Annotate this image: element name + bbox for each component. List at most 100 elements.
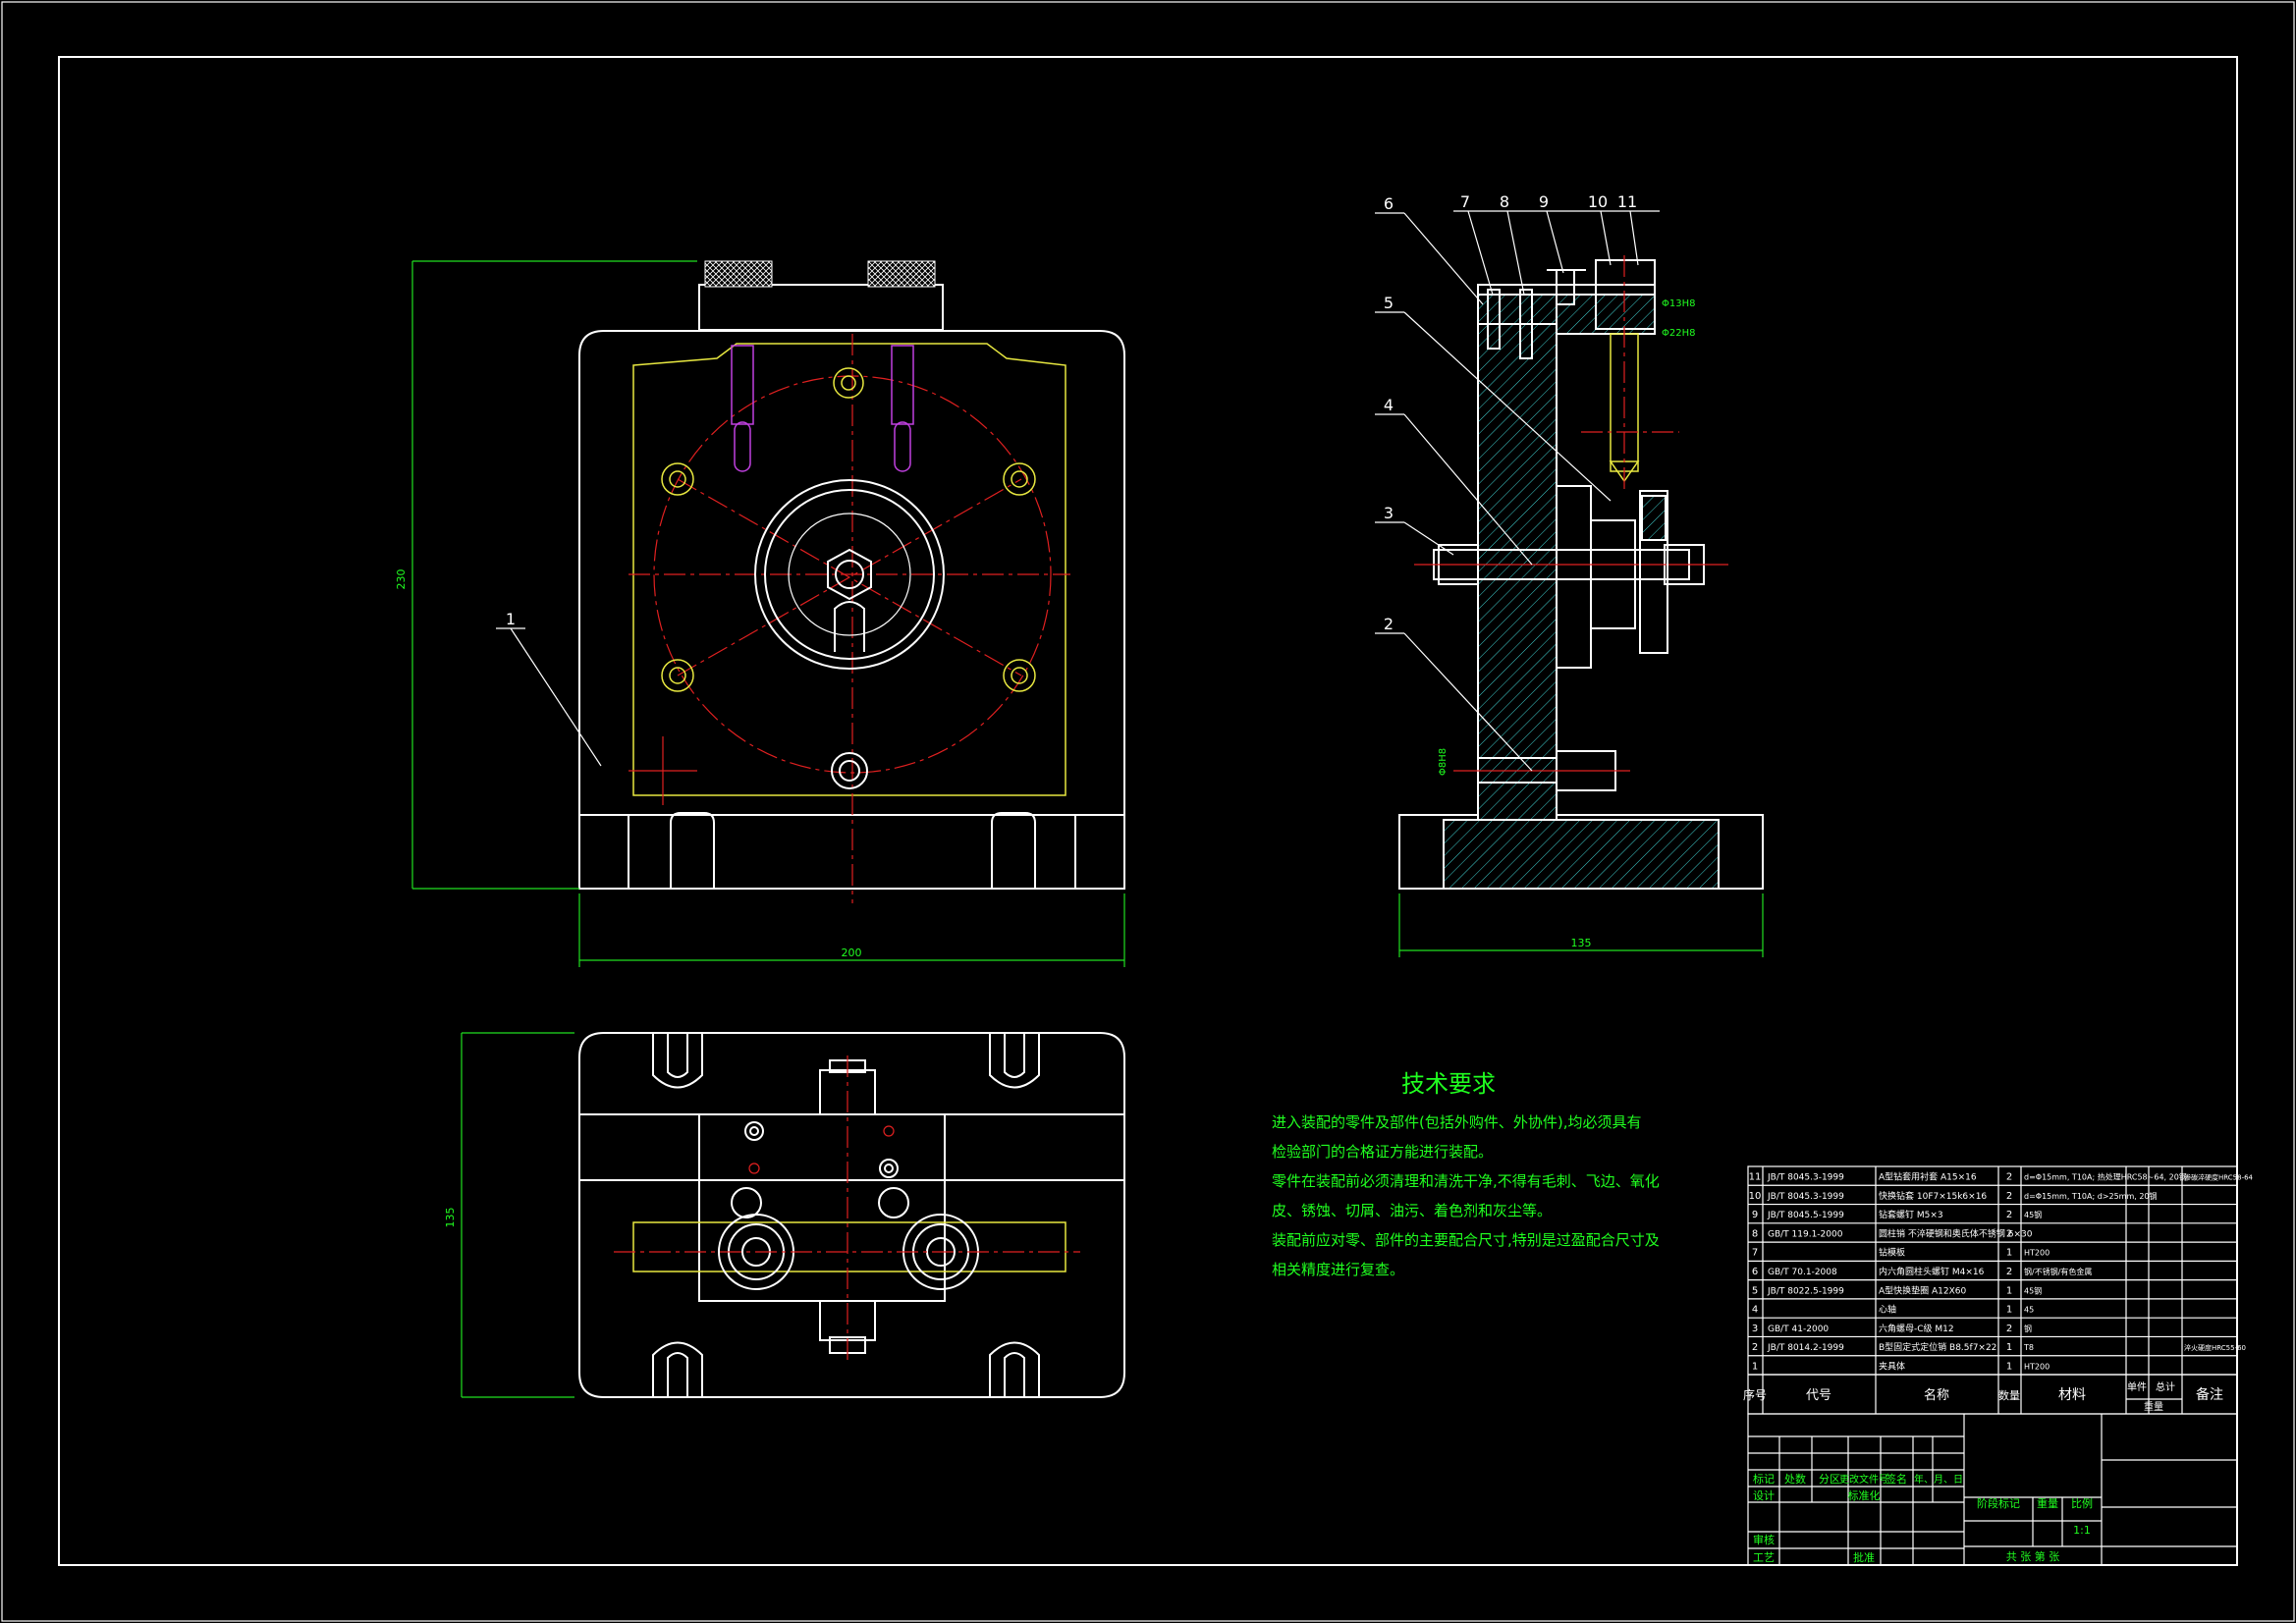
- bolt-hole-3: [661, 659, 694, 692]
- bom-cell-qty: 2: [2006, 1210, 2012, 1220]
- bom-cell-qty: 1: [2006, 1285, 2012, 1296]
- inner-plate: [632, 343, 1066, 796]
- tech-req-title: 技术要求: [1401, 1070, 1496, 1098]
- balloon-4: 4: [1384, 396, 1394, 414]
- bolt-hole-2: [1003, 462, 1036, 496]
- u-slot-tl: [652, 1033, 703, 1089]
- bom-header: 序号 代号 名称 数量 材料 单件 总计 重量 备注: [1743, 1380, 2223, 1413]
- tech-req-line: 相关精度进行复查。: [1272, 1261, 1404, 1278]
- tech-requirements: 技术要求 进入装配的零件及部件(包括外购件、外协件),均必须具有 检验部门的合格…: [1272, 1070, 1660, 1278]
- tb-scale-value: 1:1: [2073, 1524, 2091, 1537]
- bom-cell-material: d=Φ15mm, T10A; d>25mm, 20钢: [2024, 1191, 2158, 1201]
- dim-side-d2: Φ22H8: [1662, 328, 1695, 339]
- balloon-5: 5: [1384, 294, 1394, 312]
- bom-cell-no: 11: [1749, 1172, 1762, 1183]
- dim-front-width-text: 200: [842, 947, 862, 959]
- bolt-hole-5: [833, 367, 864, 399]
- base-outline-top: [578, 1032, 1125, 1398]
- locating-pin-front: [831, 752, 868, 789]
- tb-count: 处数: [1784, 1473, 1806, 1486]
- bom-cell-qty: 1: [2006, 1342, 2012, 1353]
- quick-washer-outer: [754, 479, 945, 670]
- bom-cell-qty: 2: [2006, 1267, 2012, 1277]
- tb-zone: 分区: [1819, 1473, 1840, 1486]
- bom-cell-name: 钻套螺钉 M5×3: [1879, 1209, 1943, 1220]
- bom-header-name: 名称: [1924, 1387, 1949, 1403]
- pin-left: [731, 345, 754, 425]
- bom-cell-no: 4: [1752, 1305, 1758, 1316]
- bom-cell-name: 六角螺母-C级 M12: [1879, 1323, 1954, 1334]
- bom-cell-name: B型固定式定位销 B8.5f7×22: [1879, 1341, 1996, 1353]
- dim-side-width-text: 135: [1571, 937, 1592, 949]
- u-slot-br: [989, 1341, 1040, 1397]
- bom-cell-material: 钢/不锈钢/有色金属: [2024, 1267, 2092, 1276]
- bom-cell-name: 夹具体: [1879, 1360, 1905, 1372]
- balloon-6: 6: [1384, 194, 1394, 213]
- tb-sign: 签名: [1886, 1472, 1907, 1486]
- knurled-knob-left: [704, 260, 773, 288]
- bom-header-code: 代号: [1806, 1388, 1831, 1403]
- bom-cell-qty: 2: [2006, 1324, 2012, 1334]
- bom-cell-code: JB/T 8045.3-1999: [1767, 1192, 1844, 1202]
- slot-right: [991, 812, 1036, 889]
- u-slot-tr: [989, 1033, 1040, 1089]
- dim-front-height-text: 230: [395, 569, 408, 590]
- balloon-9: 9: [1539, 192, 1549, 211]
- bom-cell-material: HT200: [2024, 1362, 2050, 1371]
- tech-req-line: 进入装配的零件及部件(包括外购件、外协件),均必须具有: [1272, 1113, 1641, 1131]
- bom-cell-no: 3: [1752, 1324, 1758, 1334]
- inner-frame: [58, 56, 2238, 1566]
- bom-cell-qty: 1: [2006, 1361, 2012, 1372]
- bushing: [1595, 259, 1656, 330]
- balloon-3: 3: [1384, 504, 1394, 522]
- front-view: 200 230 1: [395, 260, 1125, 967]
- bom-cell-code: GB/T 41-2000: [1768, 1325, 1829, 1334]
- balloon-2: 2: [1384, 615, 1394, 633]
- bom-header-no: 序号: [1743, 1387, 1767, 1402]
- bom-cell-code: JB/T 8022.5-1999: [1767, 1286, 1844, 1296]
- balloon-1: 1: [506, 610, 516, 628]
- tb-mark: 标记: [1753, 1472, 1775, 1486]
- bom-cell-code: JB/T 8014.2-1999: [1767, 1343, 1844, 1353]
- bom-cell-no: 6: [1752, 1267, 1758, 1277]
- washer-slot: [834, 601, 865, 652]
- fixture-body-outline: [578, 330, 1125, 890]
- bom-cell-qty: 1: [2006, 1248, 2012, 1259]
- tb-standardize: 标准化: [1848, 1488, 1881, 1502]
- dim-side-d3: Φ8H8: [1438, 748, 1449, 776]
- tech-req-line: 装配前应对零、部件的主要配合尺寸,特别是过盈配合尺寸及: [1272, 1231, 1660, 1249]
- bom-cell-no: 8: [1752, 1228, 1758, 1239]
- bom-cell-code: GB/T 70.1-2008: [1768, 1268, 1837, 1277]
- bom-cell-code: JB/T 8045.3-1999: [1767, 1173, 1844, 1183]
- bom-cell-qty: 2: [2006, 1172, 2012, 1183]
- bom-cell-name: A型快换垫圈 A12X60: [1879, 1284, 1967, 1296]
- slot-left: [670, 812, 715, 889]
- bom-cell-note: 淬火硬度HRC55-60: [2184, 1343, 2246, 1352]
- bom-cell-qty: 2: [2006, 1228, 2012, 1239]
- top-block: [698, 284, 944, 331]
- bom-cell-code: GB/T 119.1-2000: [1768, 1229, 1843, 1239]
- bom-cell-name: 钻模板: [1879, 1247, 1905, 1259]
- balloon-8: 8: [1500, 192, 1509, 211]
- hex-nut-front: [827, 548, 872, 601]
- mandrel-flange: [1556, 485, 1592, 669]
- tb-process: 工艺: [1753, 1551, 1775, 1564]
- bom-cell-code: JB/T 8045.5-1999: [1767, 1211, 1844, 1220]
- dim-top-height-text: 135: [444, 1208, 457, 1228]
- tb-date: 年、月、日: [1914, 1473, 1963, 1486]
- quick-washer-side: [1590, 519, 1636, 629]
- dim-side-d1: Φ13H8: [1662, 298, 1695, 309]
- tb-stage-mark: 阶段标记: [1977, 1496, 2020, 1510]
- bom-cell-no: 5: [1752, 1285, 1758, 1296]
- bom-cell-no: 7: [1752, 1248, 1758, 1259]
- bom-header-material: 材料: [2058, 1387, 2086, 1403]
- bom-cell-material: HT200: [2024, 1249, 2050, 1258]
- bom-cell-name: 圆柱销 不淬硬钢和奥氏体不锈钢 6×30: [1879, 1227, 2033, 1239]
- tech-req-line: 检验部门的合格证方能进行装配。: [1272, 1143, 1493, 1161]
- bom-header-unit: 单件: [2127, 1381, 2147, 1393]
- balloon-10: 10: [1588, 192, 1608, 211]
- tb-approve: 批准: [1853, 1550, 1875, 1564]
- tech-req-line: 皮、锈蚀、切屑、油污、着色剂和灰尘等。: [1272, 1202, 1552, 1219]
